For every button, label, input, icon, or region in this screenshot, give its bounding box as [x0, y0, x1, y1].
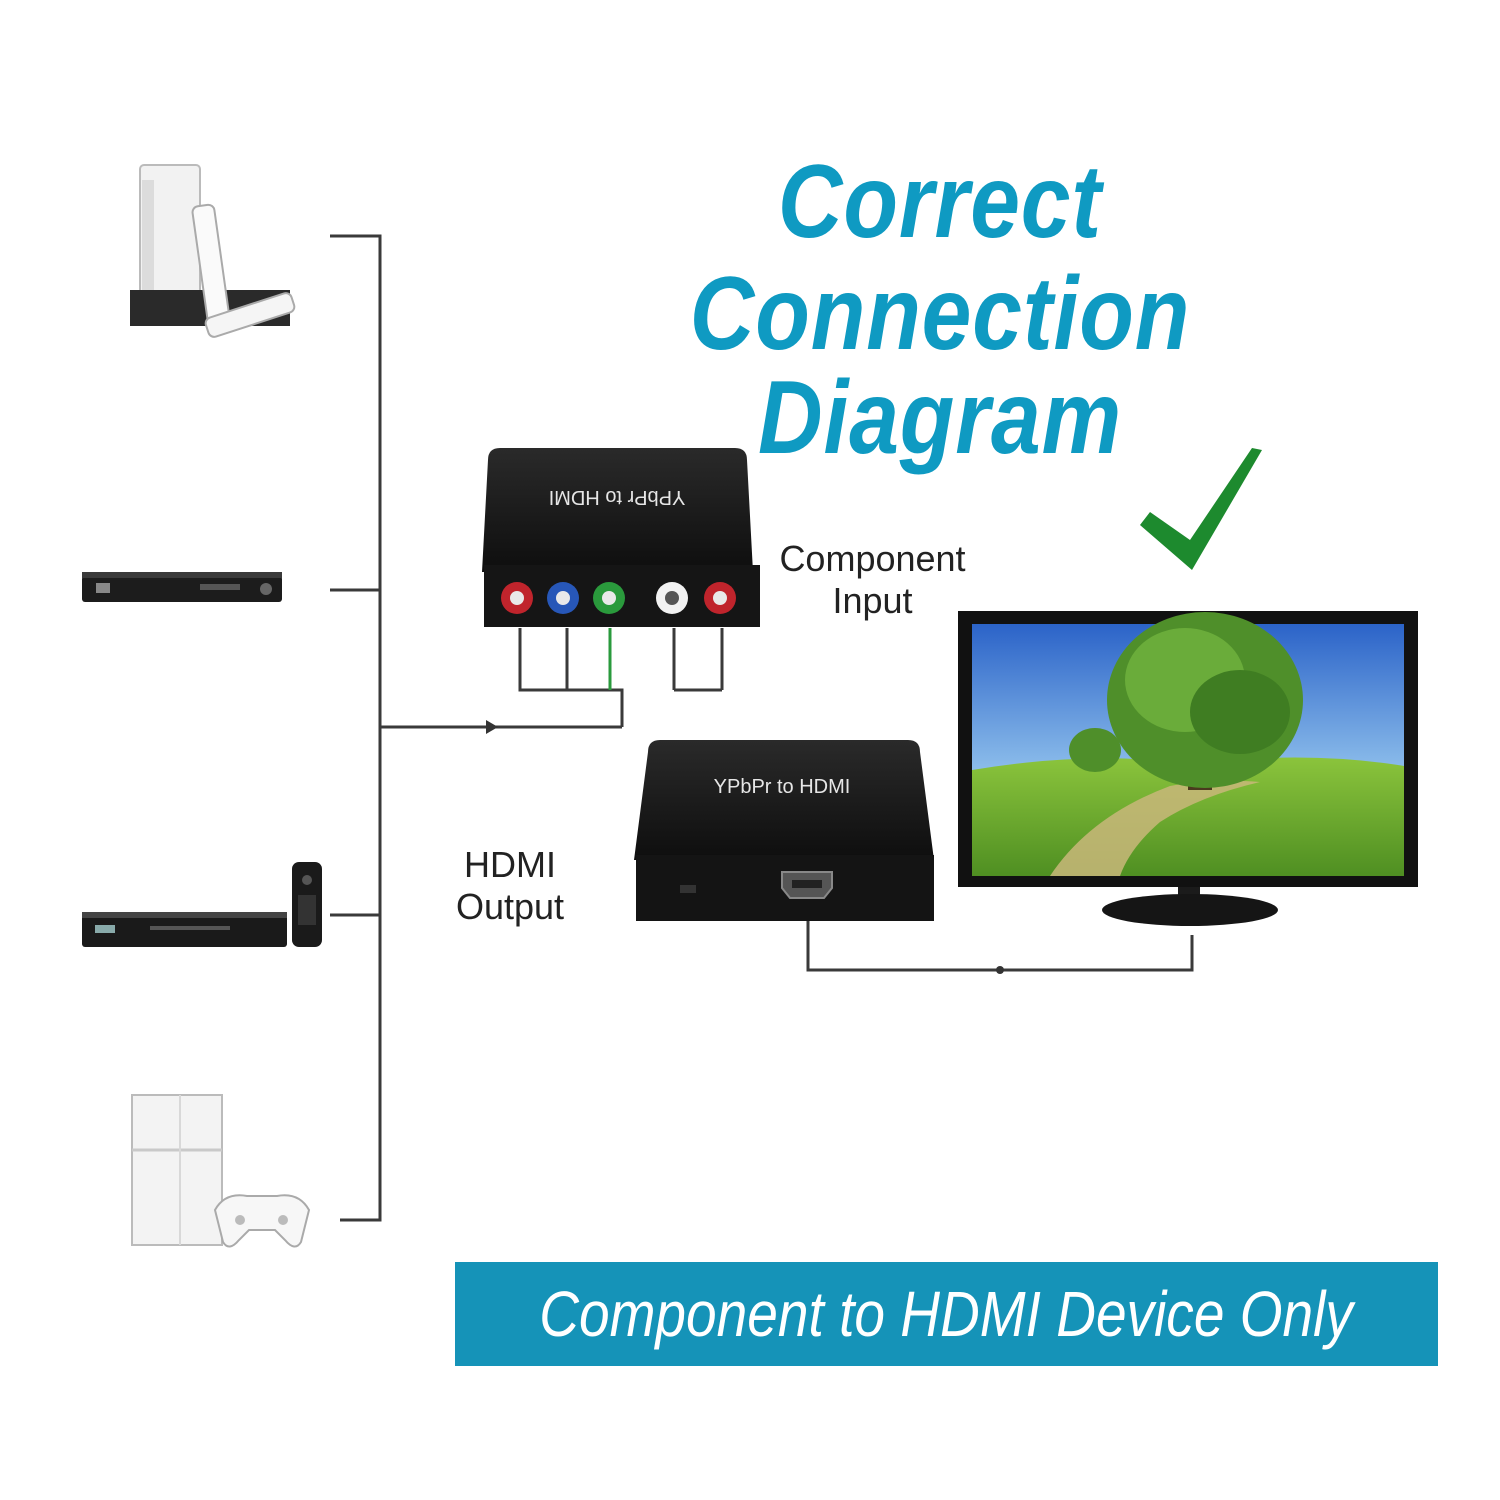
page-title-line-1: Correct	[777, 144, 1103, 260]
rca-jack-red-audio	[704, 582, 736, 614]
ps4-console-icon	[131, 1094, 311, 1248]
checkmark-icon	[1140, 448, 1262, 570]
component-input-label: Component Input	[770, 538, 975, 622]
rca-jack-blue	[547, 582, 579, 614]
arrow-icon	[486, 720, 498, 734]
adapter-back: YPbPr to HDMI	[482, 448, 760, 627]
dvd-player-icon	[82, 572, 282, 602]
wii-console-icon	[130, 164, 296, 338]
device-note-banner: Component to HDMI Device Only	[455, 1262, 1438, 1366]
set-top-box-icon	[82, 862, 322, 947]
hdmi-output-label: HDMI Output	[445, 844, 575, 928]
rca-jack-red	[501, 582, 533, 614]
connector-lines	[330, 234, 1194, 1222]
hdmi-output-label-line-1: HDMI	[464, 844, 556, 885]
adapter-label-mirrored: YPbPr to HDMI	[549, 486, 686, 508]
rca-jack-white	[656, 582, 688, 614]
component-input-label-line-1: Component	[779, 538, 966, 579]
hdmi-port-icon	[781, 871, 833, 899]
adapter-label: YPbPr to HDMI	[714, 776, 851, 798]
banner-text: Component to HDMI Device Only	[539, 1278, 1354, 1350]
adapter-front: YPbPr to HDMI	[634, 740, 934, 921]
junction-dot	[996, 966, 1004, 974]
tv-icon	[958, 611, 1418, 926]
page-title-line-2: Connection Diagram	[689, 256, 1191, 476]
component-input-label-line-2: Input	[832, 580, 913, 621]
rca-jack-green	[593, 582, 625, 614]
hdmi-output-label-line-2: Output	[455, 886, 565, 927]
